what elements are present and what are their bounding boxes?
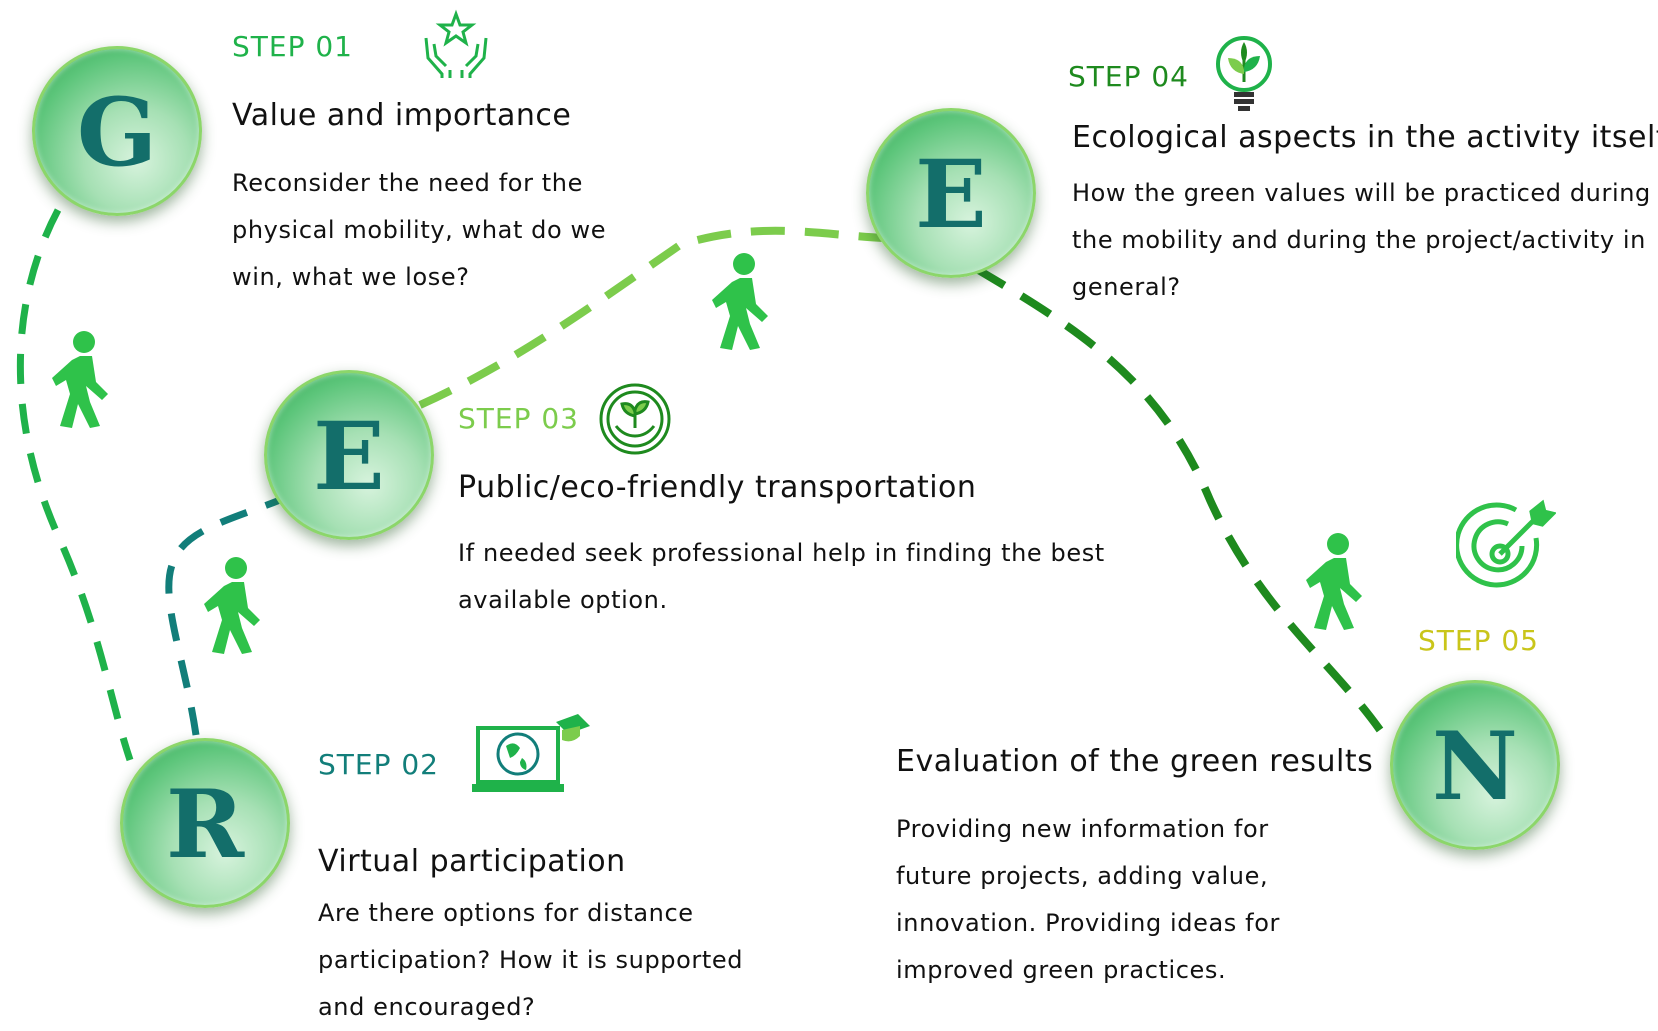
step-01-label: STEP 01 <box>232 30 353 63</box>
step-04-label: STEP 04 <box>1068 60 1189 93</box>
step-04-title: Ecological aspects in the activity itsel… <box>1072 120 1658 155</box>
step-05-letter: N <box>1432 712 1518 822</box>
step-03-letter: E <box>313 402 385 512</box>
step-02-circle: R <box>120 738 290 908</box>
step-04-description: How the green values will be practiced d… <box>1072 179 1651 301</box>
laptop-globe-graduation-icon <box>472 714 590 792</box>
step-02-description: Are there options for distance participa… <box>318 899 744 1021</box>
step-02-label: STEP 02 <box>318 748 439 781</box>
step-02-title: Virtual participation <box>318 844 626 879</box>
path-g-to-r <box>16 208 134 762</box>
path-r-to-e <box>165 496 282 736</box>
step-05-circle: N <box>1390 680 1560 850</box>
hand-plant-icon <box>599 383 671 455</box>
step-01-letter: G <box>76 78 158 188</box>
walking-person-icon <box>712 253 768 350</box>
step-03-label: STEP 03 <box>458 402 579 435</box>
step-04-letter: E <box>915 140 987 250</box>
path-e-to-n <box>972 264 1384 733</box>
step-05-title: Evaluation of the green results <box>896 744 1374 779</box>
walking-person-icon <box>204 557 260 654</box>
step-03-title: Public/eco-friendly transportation <box>458 470 977 505</box>
walking-person-icon <box>1306 533 1362 630</box>
step-05-description: Providing new information for future pro… <box>896 815 1280 984</box>
lightbulb-leaf-icon <box>1216 36 1272 111</box>
step-01-title: Value and importance <box>232 98 572 133</box>
step-03-circle: E <box>264 370 434 540</box>
step-03-description: If needed seek professional help in find… <box>458 539 1105 614</box>
step-02-letter: R <box>165 770 245 880</box>
walking-person-icon <box>52 331 108 428</box>
step-01-description: Reconsider the need for the physical mob… <box>232 169 607 291</box>
target-arrow-icon <box>1456 499 1556 588</box>
path-e-to-e <box>418 226 886 409</box>
hands-star-icon <box>424 9 488 78</box>
step-04-circle: E <box>866 108 1036 278</box>
step-05-label: STEP 05 <box>1418 624 1539 657</box>
step-01-circle: G <box>32 46 202 216</box>
